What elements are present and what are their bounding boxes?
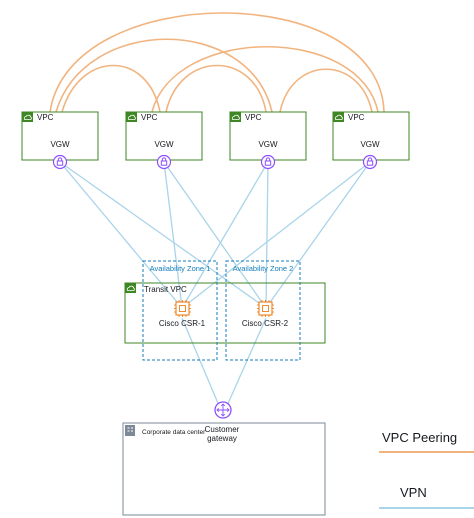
vpc-label: VPC bbox=[245, 113, 262, 122]
vpn-link bbox=[181, 161, 269, 309]
vpn-link bbox=[59, 161, 183, 309]
peering-arc-2-3 bbox=[165, 64, 267, 113]
cloud-shape bbox=[334, 114, 343, 120]
customer-gateway-label: gateway bbox=[207, 434, 237, 443]
router-icon bbox=[214, 401, 232, 419]
vpc-box bbox=[21, 111, 99, 161]
vpc-1: VPC VGW bbox=[21, 111, 99, 170]
peering-arc-1-3 bbox=[55, 38, 273, 113]
vgw-label: VGW bbox=[154, 140, 174, 149]
cloud-icon bbox=[22, 112, 33, 122]
az-label: Availability Zone 2 bbox=[233, 264, 294, 273]
vpn-link bbox=[181, 317, 221, 409]
vpc-label: VPC bbox=[37, 113, 54, 122]
peering-arc-2-4 bbox=[151, 45, 379, 113]
vpn-link bbox=[163, 161, 267, 309]
csr-1[interactable]: Cisco CSR-1 bbox=[159, 300, 206, 328]
peering-links bbox=[49, 12, 385, 113]
vgw-label: VGW bbox=[258, 140, 278, 149]
lock-icon[interactable] bbox=[362, 154, 378, 170]
legend-vpn-label: VPN bbox=[400, 485, 427, 500]
cloud-shape bbox=[23, 114, 32, 120]
chip-icon bbox=[174, 300, 191, 317]
az-label: Availability Zone 1 bbox=[150, 264, 211, 273]
customer-gateway[interactable]: Customer gateway bbox=[205, 401, 240, 443]
csr-label: Cisco CSR-2 bbox=[242, 319, 289, 328]
customer-gateway-label: Customer bbox=[205, 425, 240, 434]
az-box bbox=[225, 260, 301, 361]
vpn-link bbox=[265, 161, 371, 309]
vpn-link bbox=[59, 161, 267, 309]
vpn-link bbox=[265, 161, 269, 309]
cloud-shape bbox=[127, 114, 136, 120]
csr-label: Cisco CSR-1 bbox=[159, 319, 206, 328]
vpc-2: VPC VGW bbox=[125, 111, 203, 170]
az-box bbox=[142, 260, 218, 361]
cloud-icon bbox=[125, 283, 136, 293]
vgw-label: VGW bbox=[360, 140, 380, 149]
lock-icon[interactable] bbox=[156, 154, 172, 170]
transit-vpc-label: Transit VPC bbox=[144, 285, 187, 294]
vpn-links bbox=[59, 161, 371, 409]
availability-zone-1: Availability Zone 1 bbox=[142, 260, 218, 361]
vpc-label: VPC bbox=[348, 113, 365, 122]
vpc-3: VPC VGW bbox=[229, 111, 307, 170]
peering-arc-3-4 bbox=[279, 68, 373, 113]
vpc-box bbox=[332, 111, 410, 161]
lock-icon[interactable] bbox=[260, 154, 276, 170]
vpc-4: VPC VGW bbox=[332, 111, 410, 170]
vpc-box bbox=[229, 111, 307, 161]
cloud-icon bbox=[333, 112, 344, 122]
csr-2[interactable]: Cisco CSR-2 bbox=[242, 300, 289, 328]
availability-zone-2: Availability Zone 2 bbox=[225, 260, 301, 361]
vpn-link bbox=[163, 161, 183, 309]
data-center-box bbox=[122, 422, 326, 516]
cloud-icon bbox=[126, 112, 137, 122]
peering-arc-1-2 bbox=[61, 64, 161, 113]
corporate-data-center: Corporate data center bbox=[122, 422, 326, 516]
legend: VPC Peering VPN bbox=[379, 430, 474, 509]
cloud-shape bbox=[126, 285, 135, 291]
cloud-shape bbox=[231, 114, 240, 120]
vgw-label: VGW bbox=[50, 140, 70, 149]
lock-icon[interactable] bbox=[52, 154, 68, 170]
peering-arc-1-4 bbox=[49, 12, 385, 113]
vpn-link bbox=[181, 161, 371, 309]
legend-peering-label: VPC Peering bbox=[382, 430, 457, 445]
vpc-label: VPC bbox=[141, 113, 158, 122]
chip-icon bbox=[257, 300, 274, 317]
data-center-label: Corporate data center bbox=[142, 429, 206, 436]
vpc-box bbox=[125, 111, 203, 161]
vpn-link bbox=[225, 317, 267, 409]
building-icon bbox=[125, 425, 135, 436]
transit-vpc-box bbox=[124, 282, 326, 344]
transit-vpc: Transit VPC bbox=[124, 282, 326, 344]
cloud-icon bbox=[230, 112, 241, 122]
